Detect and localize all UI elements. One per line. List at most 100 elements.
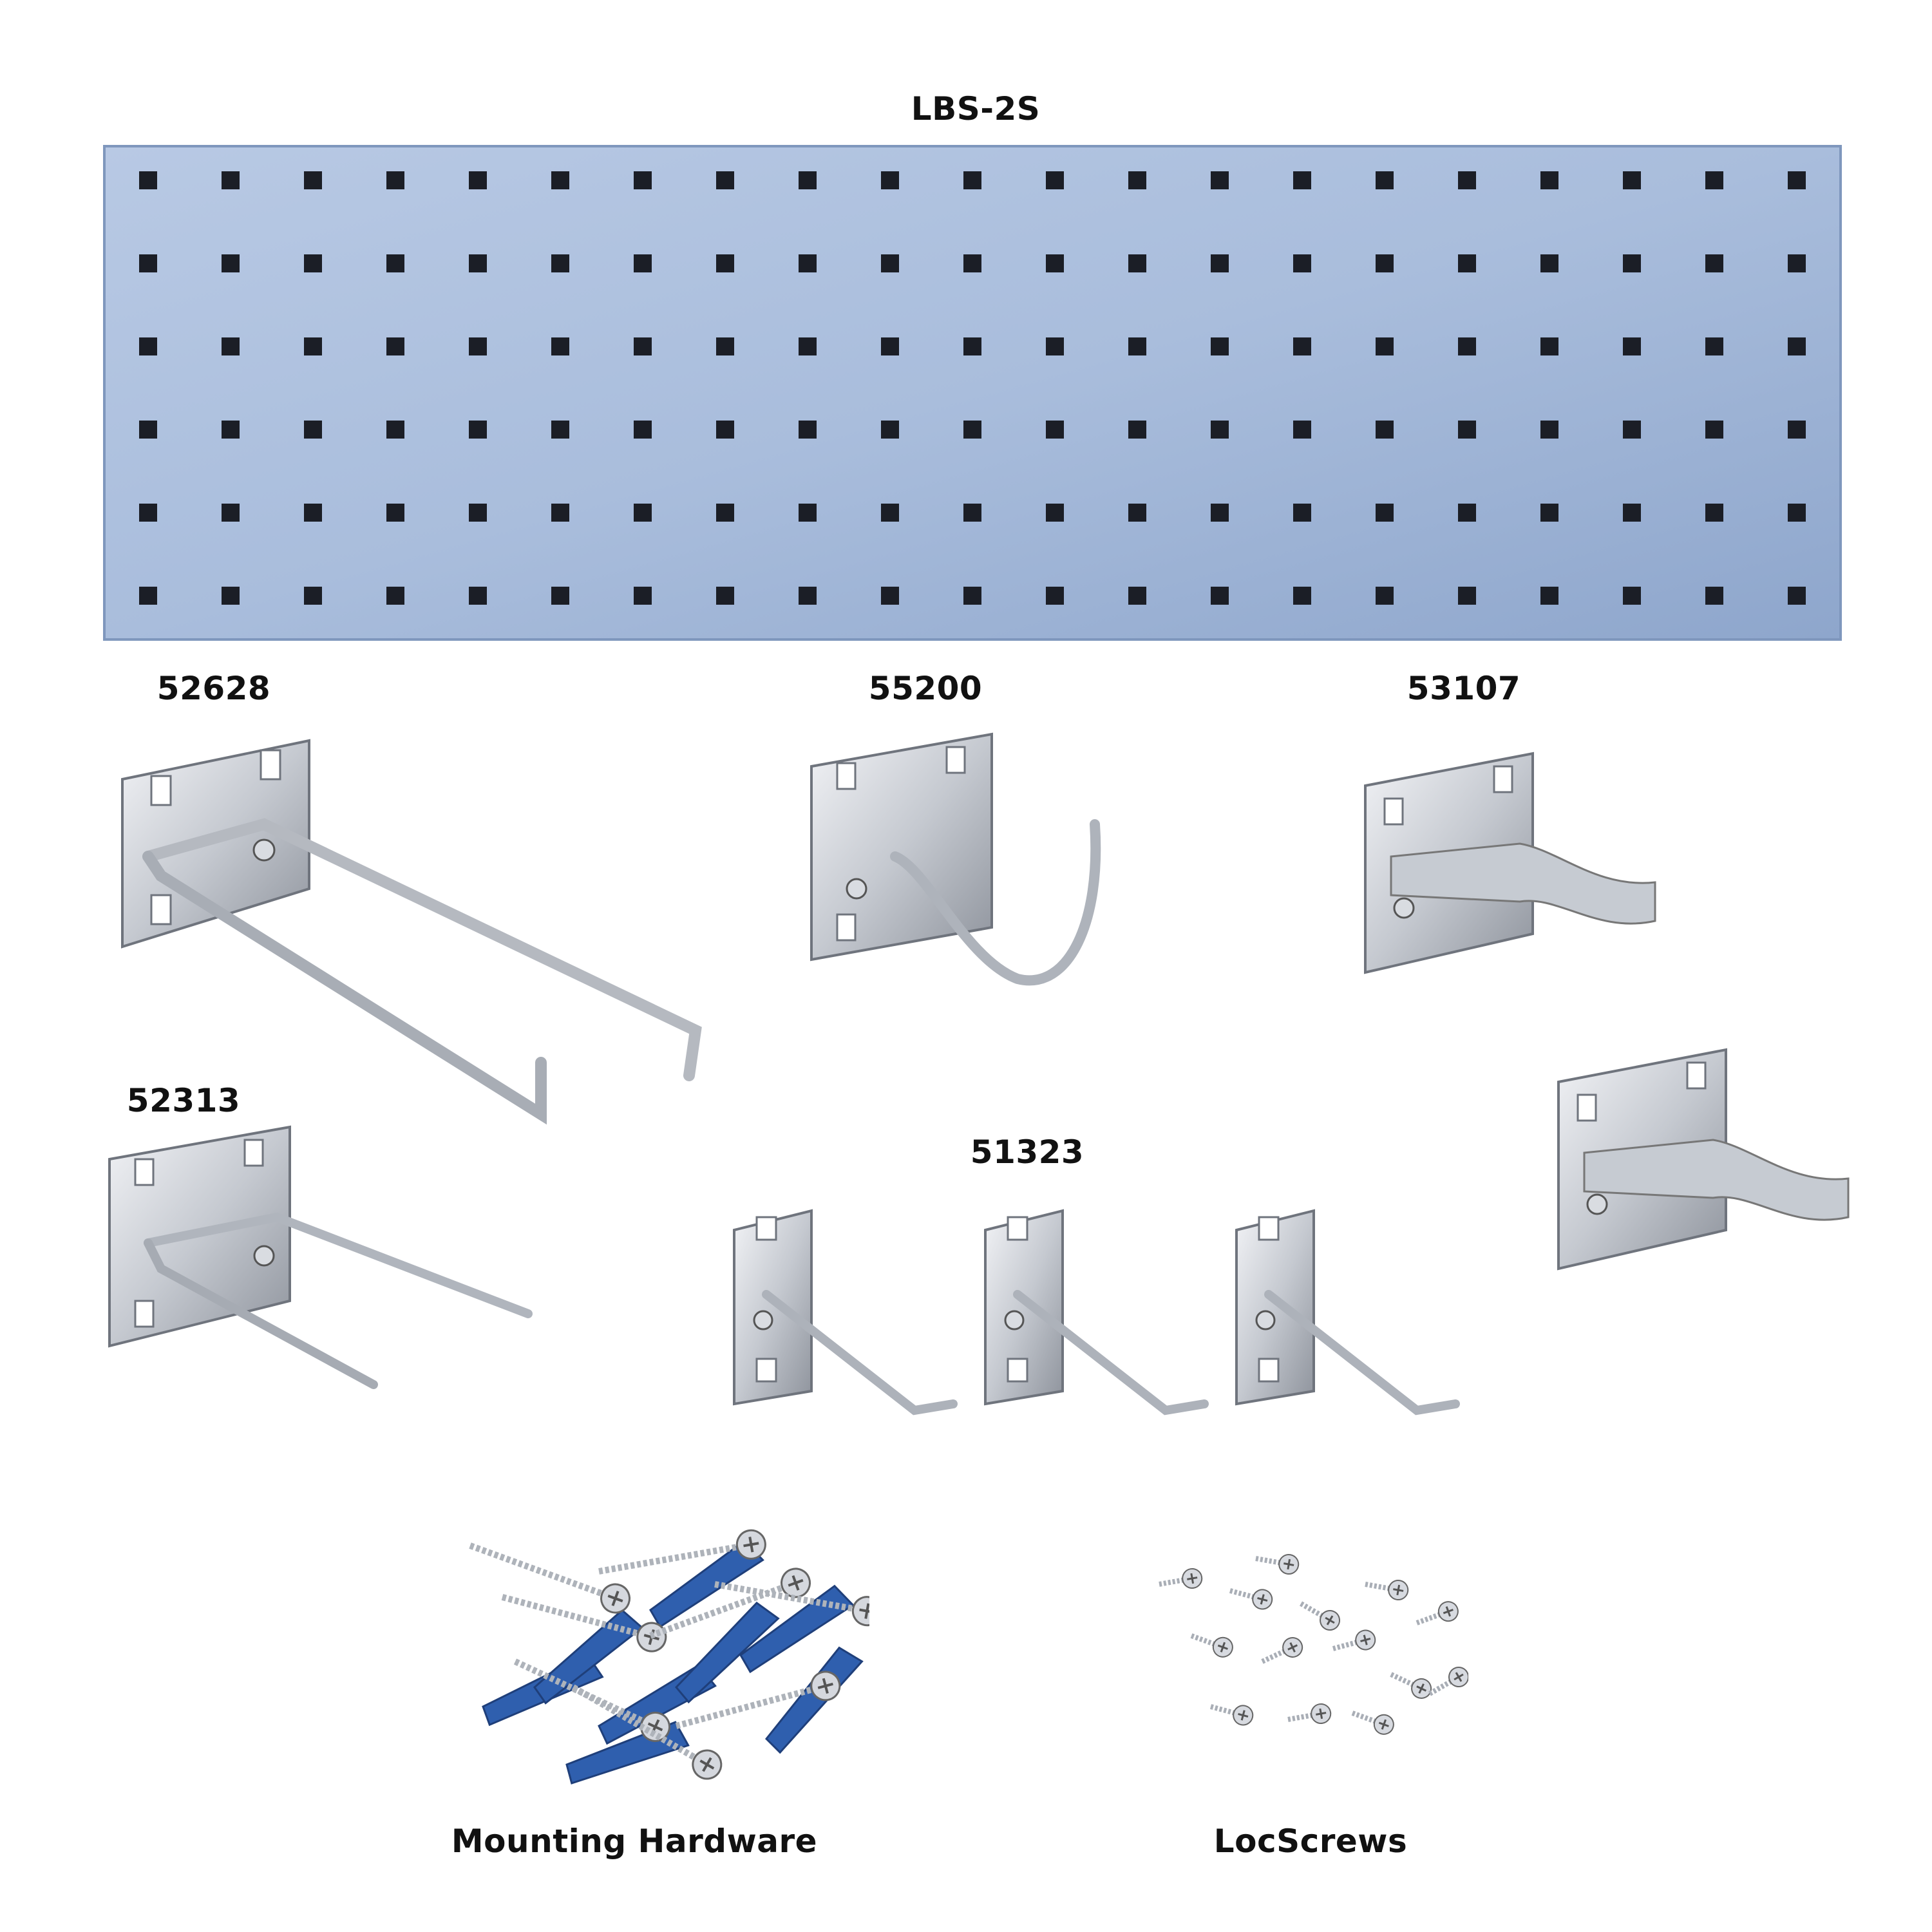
pegboard-hole	[881, 421, 899, 439]
pegboard-hole	[1046, 171, 1064, 189]
locscrew	[1390, 1672, 1432, 1699]
pegboard-hole	[469, 504, 487, 522]
pegboard-hole	[1211, 587, 1229, 605]
pegboard-hole	[551, 171, 569, 189]
pegboard-hole	[386, 171, 404, 189]
pegboard-hole	[1623, 254, 1641, 272]
wall-anchor	[739, 1584, 855, 1674]
pegboard-hole	[1540, 337, 1558, 355]
pegboard-hole	[469, 587, 487, 605]
pegboard-hole	[1211, 254, 1229, 272]
pegboard-hole	[1705, 254, 1723, 272]
pegboard-hole	[139, 337, 157, 355]
pegboard-hole	[716, 171, 734, 189]
pegboard-hole	[963, 254, 981, 272]
label-52628: 52628	[156, 670, 271, 707]
pegboard-hole	[1705, 421, 1723, 439]
pegboard-hole	[1788, 171, 1806, 189]
pegboard-hole	[1046, 254, 1064, 272]
wall-anchor	[674, 1601, 780, 1704]
pegboard-hole	[1458, 587, 1476, 605]
pegboard-hole	[386, 587, 404, 605]
pegboard-hole	[1788, 587, 1806, 605]
wall-anchor	[764, 1646, 864, 1754]
pegboard-hole	[551, 254, 569, 272]
pegboard-hole	[716, 587, 734, 605]
pegboard-hole	[1128, 421, 1146, 439]
pegboard-hole	[1623, 337, 1641, 355]
pegboard-hole	[551, 421, 569, 439]
pegboard-hole	[139, 254, 157, 272]
label-locscrews: LocScrews	[1213, 1823, 1408, 1860]
pegboard-hole	[1788, 421, 1806, 439]
pegboard-hole	[1540, 587, 1558, 605]
screw	[571, 1684, 723, 1780]
pegboard-hole	[1376, 421, 1394, 439]
pegboard-hole	[1211, 421, 1229, 439]
pegboard-hole	[634, 421, 652, 439]
pegboard-hole	[139, 587, 157, 605]
pegboard-hole	[799, 421, 817, 439]
locscrew	[1351, 1710, 1394, 1735]
pegboard-hole	[1540, 504, 1558, 522]
label-55200: 55200	[868, 670, 983, 707]
pegboard-hole	[1376, 504, 1394, 522]
pegboard-hole	[1376, 171, 1394, 189]
locscrew	[1190, 1633, 1233, 1658]
screw	[513, 1658, 671, 1742]
pegboard-hole	[1376, 337, 1394, 355]
small-screws-icon	[1159, 1554, 1468, 1735]
pegboard-hole	[222, 171, 240, 189]
pegboard-hole	[1293, 421, 1311, 439]
pegboard-hole	[1705, 587, 1723, 605]
pegboard-hole	[1211, 504, 1229, 522]
label-mounting-hardware: Mounting Hardware	[451, 1823, 818, 1860]
pegboard-hole	[551, 504, 569, 522]
pegboard-hole	[1293, 171, 1311, 189]
pegboard-hole	[1211, 337, 1229, 355]
pegboard-hole	[222, 254, 240, 272]
double-hook-short-icon	[108, 1125, 533, 1389]
pegboard-hole	[1128, 254, 1146, 272]
locscrew	[1159, 1567, 1203, 1589]
pegboard-hole	[386, 337, 404, 355]
pegboard-hole	[1705, 171, 1723, 189]
single-hook	[733, 1209, 958, 1416]
pegboard-hole	[1128, 504, 1146, 522]
pegboard-hole	[1211, 171, 1229, 189]
pegboard-hole	[1458, 337, 1476, 355]
pegboard-hole	[799, 171, 817, 189]
pegboard-hole	[881, 504, 899, 522]
locscrew	[1428, 1667, 1468, 1696]
pegboard-hole	[1788, 504, 1806, 522]
pegboard-hole	[469, 337, 487, 355]
pegboard-hole	[963, 337, 981, 355]
pegboard-hole	[716, 421, 734, 439]
single-hook-icon	[733, 1209, 1460, 1416]
pegboard-hole	[716, 337, 734, 355]
pegboard-hole	[1046, 337, 1064, 355]
pegboard-hole	[881, 337, 899, 355]
pegboard-hole	[1623, 421, 1641, 439]
pegboard-hole	[963, 504, 981, 522]
pegboard-hole	[799, 254, 817, 272]
pegboard-hole	[304, 337, 322, 355]
pegboard-hole	[222, 587, 240, 605]
pegboard-hole	[963, 171, 981, 189]
pegboard-hole	[799, 587, 817, 605]
label-53107: 53107	[1406, 670, 1521, 707]
pegboard-hole	[304, 587, 322, 605]
screw	[714, 1581, 869, 1627]
pegboard-hole	[1623, 587, 1641, 605]
label-52313: 52313	[126, 1082, 241, 1119]
pegboard-hole	[1705, 504, 1723, 522]
pegboard-hole	[799, 504, 817, 522]
screw	[675, 1671, 841, 1729]
pegboard-hole	[1293, 504, 1311, 522]
pegboard-hole	[1293, 587, 1311, 605]
locscrew	[1287, 1703, 1332, 1724]
pegboard-hole	[1293, 337, 1311, 355]
pegboard-hole	[551, 587, 569, 605]
pegboard-hole	[1376, 254, 1394, 272]
pegboard-hole	[1623, 171, 1641, 189]
